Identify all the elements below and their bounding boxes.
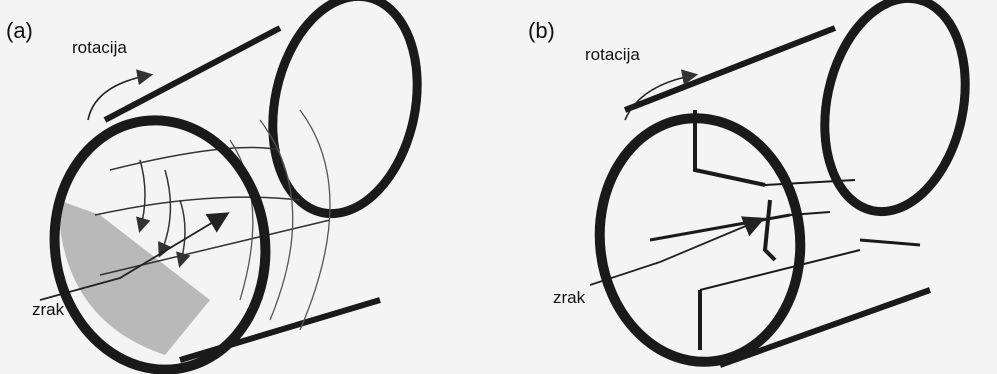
panel-a-flow-line [109, 146, 281, 171]
panel-b-flight [764, 179, 856, 186]
panel-a-front-ring [49, 115, 271, 374]
panel-b-flight [649, 213, 791, 242]
panel-a-back-ring [268, 0, 422, 219]
panel-b-back-ring [820, 0, 970, 217]
panel-a-rotation-label: rotacija [72, 38, 127, 57]
panel-b-drum [589, 0, 970, 368]
panel-b-flight [693, 110, 766, 187]
panel-b-air-arrow [589, 216, 765, 286]
panel-a-label: (a) [6, 18, 33, 43]
panel-a-particle-arrow [158, 169, 172, 258]
panel-b-rotation-label: rotacija [585, 45, 640, 64]
panel-b-front-ring [594, 113, 806, 367]
panel-a-particle-arrow [136, 159, 151, 233]
panel-b-drum-top-edge [623, 25, 837, 113]
panel-a-flow-line [299, 109, 331, 331]
panel-a-air-label: zrak [32, 300, 65, 319]
panel-b-air-label: zrak [553, 288, 586, 307]
panel-a-drum-top-edge [103, 25, 282, 123]
panel-b-label: (b) [528, 18, 555, 43]
panel-a-particle-arrow [176, 199, 191, 268]
panel-b-flight [859, 238, 921, 247]
panel-a-flow-line [99, 219, 331, 276]
panel-b-drum-bottom-edge [718, 287, 932, 368]
panel-a-rotation-arrow [87, 69, 154, 121]
panel-a-flow-line [259, 119, 294, 321]
panel-a-drum-bottom-edge [179, 297, 381, 363]
panel-a-flow-line [94, 196, 301, 216]
panel-a-drum [39, 0, 422, 374]
panel-b-rotation-arrow [624, 69, 699, 121]
panel-a-inner-shade [58, 200, 210, 355]
panel-b-flight [699, 249, 861, 291]
panel-b-flight [762, 199, 777, 262]
panel-a-flow-line [229, 139, 254, 301]
